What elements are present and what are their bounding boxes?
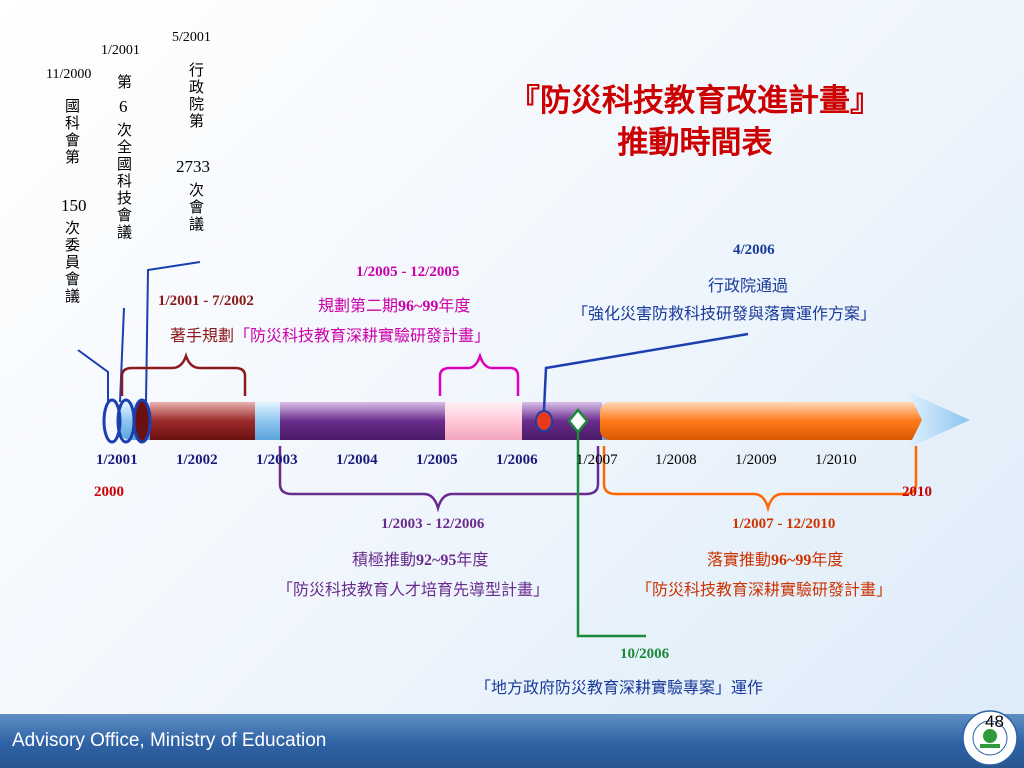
leader-line-ey bbox=[145, 261, 201, 403]
year-label-2005: 1/2005 bbox=[416, 452, 458, 468]
year-label-2006: 1/2006 bbox=[496, 452, 538, 468]
event-nsc-date: 11/2000 bbox=[46, 67, 92, 82]
phase-push2-quote: 「防災科技教育深耕實驗研發計畫」 bbox=[636, 580, 893, 599]
phase-push1-desc-post: 年度 bbox=[456, 550, 489, 569]
year-label-2009: 1/2009 bbox=[735, 452, 777, 468]
start-ring-1 bbox=[102, 398, 122, 444]
phase-plan2-desc: 規劃第二期96~99年度 bbox=[318, 292, 470, 316]
page-number: 48 bbox=[985, 712, 1004, 731]
page-title: 『防災科技教育改進計畫』 推動時間表 bbox=[460, 80, 930, 164]
event-ey-number: 2733 bbox=[176, 157, 210, 176]
year-label-2001: 1/2001 bbox=[96, 452, 138, 468]
phase-push2-desc-pre: 落實推動 bbox=[707, 550, 772, 569]
phase-push2-desc-num: 96~99 bbox=[771, 552, 812, 569]
year-label-2003: 1/2003 bbox=[256, 452, 298, 468]
marker-apr2006 bbox=[535, 410, 553, 432]
year-label-2008: 1/2008 bbox=[655, 452, 697, 468]
milestone-apr2006-date: 4/2006 bbox=[733, 242, 775, 258]
milestone-apr2006-line1: 行政院通過 bbox=[708, 276, 789, 295]
event-tech-conf-number: 6 bbox=[119, 97, 128, 116]
event-tech-conf-text-a: 第 bbox=[115, 74, 133, 91]
leader-line-apr2006 bbox=[542, 332, 749, 411]
phase-push1-range: 1/2003 - 12/2006 bbox=[381, 516, 485, 532]
bracket-push1 bbox=[278, 446, 600, 513]
phase-plan2-desc-pre: 規劃第二期 bbox=[318, 296, 399, 315]
title-line-1: 『防災科技教育改進計畫』 bbox=[509, 83, 881, 119]
timeline-arrow-head bbox=[908, 392, 970, 448]
leader-line-oct2006 bbox=[576, 432, 646, 638]
title-line-2: 推動時間表 bbox=[617, 125, 773, 161]
leader-line-nsc bbox=[77, 349, 109, 402]
phase-bar-plan1 bbox=[150, 402, 255, 440]
phase-push1-desc: 積極推動92~95年度 bbox=[352, 546, 488, 570]
phase-push1-desc-pre: 積極推動 bbox=[352, 550, 417, 569]
event-nsc-text-b: 次委員會議 bbox=[63, 220, 81, 305]
phase-bar-plan2 bbox=[445, 402, 527, 440]
year-label-2010: 1/2010 bbox=[815, 452, 857, 468]
bracket-push2 bbox=[602, 446, 918, 513]
phase-plan1-range: 1/2001 - 7/2002 bbox=[158, 293, 254, 309]
phase-plan1-desc-pre: 著手規劃 bbox=[170, 326, 235, 345]
phase-push2-desc: 落實推動96~99年度 bbox=[707, 546, 843, 570]
milestone-oct2006-date: 10/2006 bbox=[620, 646, 670, 662]
start-ring-3 bbox=[132, 398, 152, 444]
phase-push2-range: 1/2007 - 12/2010 bbox=[732, 516, 836, 532]
phase-push1-quote: 「防災科技教育人才培育先導型計畫」 bbox=[277, 580, 550, 599]
phase-plan2-desc-post: 年度 bbox=[438, 296, 471, 315]
phase-bar-push1-b bbox=[522, 402, 602, 440]
year-label-2002: 1/2002 bbox=[176, 452, 218, 468]
footer-text: Advisory Office, Ministry of Education bbox=[12, 730, 327, 751]
event-ey-text-a: 行政院第 bbox=[187, 62, 205, 130]
marker-oct2006 bbox=[567, 408, 589, 434]
year-label-2004: 1/2004 bbox=[336, 452, 378, 468]
phase-plan2-range: 1/2005 - 12/2005 bbox=[356, 264, 460, 280]
phase-bar-push1-a bbox=[280, 402, 450, 440]
event-ey-text-b: 次會議 bbox=[187, 182, 205, 233]
milestone-oct2006-text: 「地方政府防災教育深耕實驗專案」運作 bbox=[475, 678, 764, 697]
event-ey-date: 5/2001 bbox=[172, 30, 211, 45]
bracket-plan1 bbox=[120, 352, 247, 396]
bracket-plan2 bbox=[438, 352, 520, 396]
phase-plan1-desc-quote: 「防災科技教育深耕實驗研發計畫」 bbox=[234, 326, 491, 345]
event-tech-conf-text-b: 次全國科技會議 bbox=[115, 122, 133, 241]
phase-push1-desc-num: 92~95 bbox=[416, 552, 457, 569]
footer-bar: Advisory Office, Ministry of Education bbox=[0, 714, 1024, 768]
milestone-apr2006-line2: 「強化災害防救科技研發與落實運作方案」 bbox=[572, 304, 877, 323]
event-tech-conf-date: 1/2001 bbox=[101, 43, 140, 58]
event-nsc-number: 150 bbox=[61, 196, 87, 215]
phase-bar-push2 bbox=[600, 402, 922, 440]
year-label-2007: 1/2007 bbox=[576, 452, 618, 468]
leader-line-tech-conf bbox=[119, 307, 125, 403]
phase-push2-desc-post: 年度 bbox=[811, 550, 844, 569]
phase-plan1-desc: 著手規劃「防災科技教育深耕實驗研發計畫」 bbox=[170, 322, 490, 346]
start-year-label: 2000 bbox=[94, 484, 124, 500]
event-nsc-text-a: 國科會第 bbox=[63, 98, 81, 166]
phase-plan2-desc-num: 96~99 bbox=[398, 298, 439, 315]
end-year-label: 2010 bbox=[902, 484, 932, 500]
